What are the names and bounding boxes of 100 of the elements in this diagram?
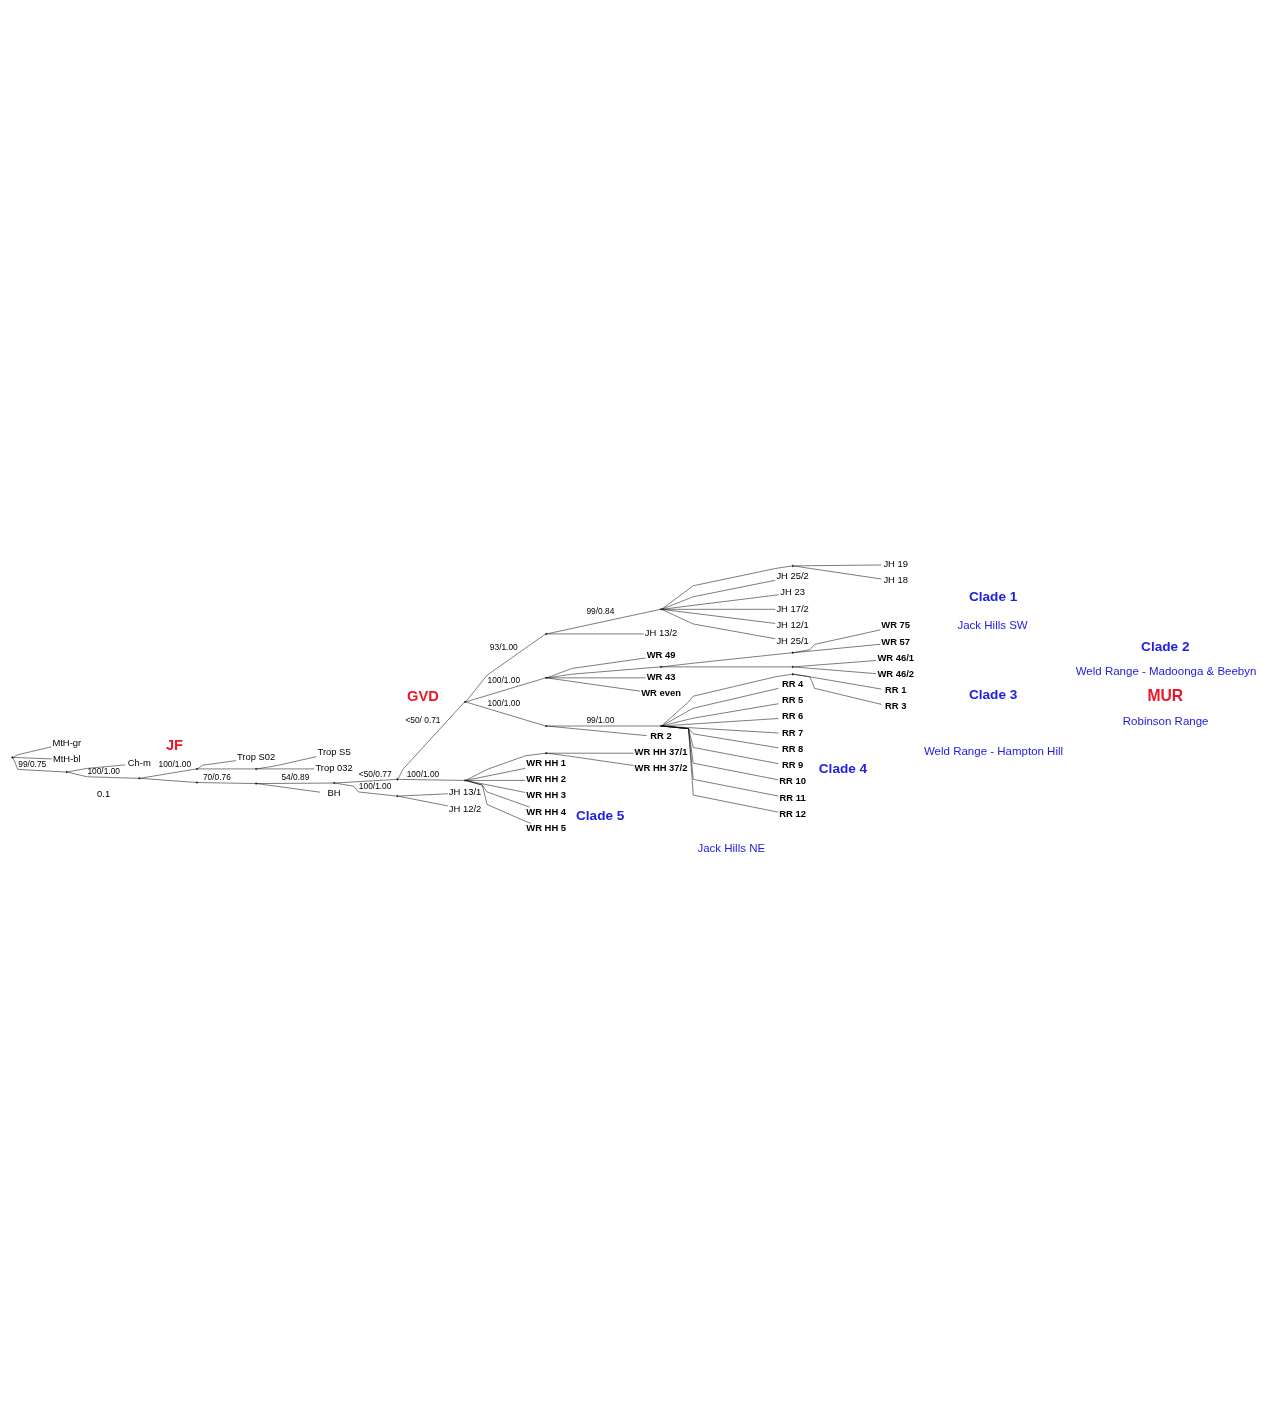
connector — [256, 783, 320, 793]
connector — [465, 780, 530, 808]
node-text: JH 12/1 — [775, 618, 809, 630]
node-point — [544, 752, 547, 755]
connector — [465, 701, 546, 727]
connector — [661, 609, 775, 610]
node-point — [195, 767, 198, 770]
node-text: WR HH 1 — [525, 756, 566, 768]
node-text: JH 17/2 — [775, 602, 809, 614]
node-text: JH 13/1 — [448, 786, 481, 798]
connector — [661, 725, 778, 813]
connector — [139, 768, 196, 779]
node-point — [395, 795, 398, 798]
node-text: WR HH 37/1 — [634, 745, 687, 757]
node-text: RR 12 — [778, 807, 806, 819]
connector — [661, 688, 779, 727]
connector — [661, 580, 776, 610]
node-point — [791, 564, 794, 567]
connector — [465, 677, 546, 703]
node-text: JH 13/2 — [644, 627, 677, 639]
node-text: WR 43 — [646, 670, 675, 682]
connector — [465, 780, 531, 824]
connector — [661, 609, 775, 624]
node-point — [195, 781, 198, 784]
connector — [661, 703, 779, 727]
edge-label: <50/0.77 — [358, 769, 392, 780]
node-text: Trop 032 — [314, 762, 353, 774]
connector — [661, 594, 779, 610]
node-text: RR 1 — [884, 684, 906, 696]
node-text: RR 3 — [884, 700, 906, 712]
node-text: RR 10 — [778, 775, 806, 787]
connector — [661, 725, 779, 797]
node-text: WR HH 5 — [525, 821, 566, 833]
node-text: RR 9 — [781, 759, 803, 771]
connector — [256, 782, 333, 784]
edge-label: 100/1.00 — [86, 766, 120, 777]
connector — [465, 780, 525, 793]
edge-label: 93/1.00 — [489, 641, 518, 652]
label: Clade 2 — [1140, 638, 1189, 654]
node-text: RR 5 — [781, 694, 803, 706]
node-text: WR HH 3 — [525, 789, 566, 801]
label: Clade 3 — [968, 686, 1017, 702]
label: Clade 5 — [575, 807, 624, 823]
connector — [661, 609, 776, 639]
node-point — [659, 665, 662, 668]
node-point — [791, 665, 794, 668]
connector — [546, 609, 660, 635]
node-point — [463, 700, 466, 703]
connector — [465, 633, 546, 702]
node-point — [254, 782, 257, 785]
node-text: WR HH 37/2 — [634, 762, 687, 774]
node-point — [65, 771, 68, 774]
node-text: WR 57 — [880, 635, 910, 647]
connector — [197, 768, 255, 770]
node-point — [791, 673, 794, 676]
edge-label: 99/1.00 — [585, 715, 614, 726]
edge-label: 100/1.00 — [358, 781, 391, 792]
connector — [546, 725, 660, 727]
node-text: WR 49 — [646, 648, 675, 660]
label: 0.1 — [96, 788, 110, 800]
connector — [792, 629, 880, 653]
connector — [334, 779, 397, 784]
connector — [12, 746, 52, 758]
node-text: RR 8 — [781, 742, 803, 754]
connector — [139, 778, 196, 783]
node-point — [10, 756, 13, 759]
node-text: Trop S5 — [317, 745, 351, 757]
label: Robinson Range — [1122, 715, 1208, 728]
connector — [397, 702, 464, 780]
node-text: RR 6 — [781, 710, 803, 722]
edge-label: 100/1.00 — [158, 759, 191, 770]
node-point — [332, 782, 335, 785]
node-text: MtH-bl — [52, 752, 81, 764]
connector — [256, 756, 316, 770]
node-point — [463, 779, 466, 782]
node-text: JH 18 — [882, 574, 908, 586]
connector — [546, 753, 634, 766]
label: Weld Range - Madoonga & Beebyn — [1075, 665, 1256, 678]
node-text: WR 46/1 — [876, 651, 914, 663]
node-point — [137, 777, 140, 780]
connector — [546, 752, 634, 754]
node-text: JH 25/1 — [775, 635, 809, 647]
node-text: RR 2 — [649, 729, 672, 741]
node-text: JH 23 — [779, 586, 805, 598]
connector — [661, 725, 779, 749]
connector — [792, 644, 880, 653]
connector — [465, 768, 525, 781]
node-text: Trop S02 — [236, 751, 275, 763]
node-text: RR 11 — [779, 791, 806, 803]
label: Clade 1 — [968, 589, 1017, 605]
connector — [197, 782, 255, 784]
connector — [661, 725, 779, 764]
label: Jack Hills SW — [956, 619, 1028, 631]
connector — [792, 674, 882, 705]
label: Jack Hills NE — [696, 842, 765, 855]
node-text: JH 25/2 — [775, 570, 809, 582]
connector — [66, 764, 125, 773]
node-point — [659, 725, 662, 727]
node-text: WR 46/2 — [876, 668, 914, 680]
label: Clade 4 — [818, 760, 867, 776]
